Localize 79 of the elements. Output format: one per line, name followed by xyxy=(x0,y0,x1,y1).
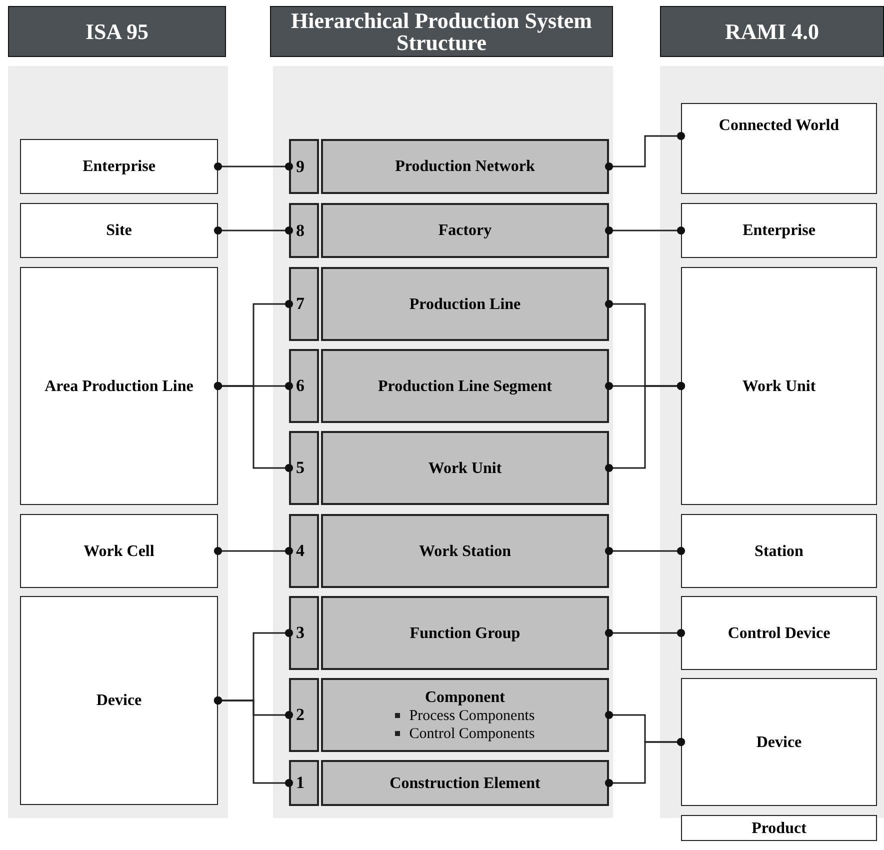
level-label: Product xyxy=(752,818,806,838)
hierarchy-level-box xyxy=(321,678,609,752)
level-label: Production Network xyxy=(395,157,535,176)
level-label: Work Unit xyxy=(742,376,816,396)
level-box xyxy=(681,267,877,505)
level-number: 3 xyxy=(296,623,304,643)
connector-line xyxy=(604,738,686,788)
level-number-box xyxy=(289,139,319,194)
level-label: Construction Element xyxy=(390,774,540,792)
header-title: RAMI 4.0 xyxy=(724,20,820,42)
level-label: Work Station xyxy=(418,542,511,560)
level-number-box xyxy=(289,267,319,341)
connector-line xyxy=(604,546,686,556)
connector-line xyxy=(214,226,294,235)
level-box xyxy=(681,678,877,806)
level-number-box xyxy=(289,203,319,258)
level-number: 1 xyxy=(296,773,304,793)
list-item: Control Components xyxy=(409,724,535,742)
hierarchy-level-box xyxy=(321,514,609,588)
level-number-box xyxy=(289,596,319,670)
level-number: 2 xyxy=(296,705,304,725)
hierarchy-level-box xyxy=(321,596,609,670)
connector-line xyxy=(604,226,686,235)
hierarchy-level-box xyxy=(321,267,609,341)
hierarchy-level-box xyxy=(321,139,609,194)
level-label: Production Line xyxy=(409,294,521,314)
level-box xyxy=(20,267,218,505)
level-number-box xyxy=(289,431,319,505)
connector-line xyxy=(604,382,686,472)
level-box xyxy=(681,203,877,258)
level-label: Work Cell xyxy=(84,542,154,560)
connector-line xyxy=(214,546,294,556)
header-title: Hierarchical Production System Structure xyxy=(290,10,594,54)
level-box xyxy=(681,514,877,588)
level-box xyxy=(20,596,218,805)
level-number: 5 xyxy=(296,458,304,478)
level-label: Connected World xyxy=(718,116,840,135)
level-label: Factory xyxy=(438,221,492,240)
level-label: Area Production Line xyxy=(44,376,194,396)
hierarchy-level-box xyxy=(321,203,609,258)
level-box xyxy=(681,596,877,670)
level-number-box xyxy=(289,760,319,806)
column-header xyxy=(270,6,613,57)
level-box xyxy=(20,514,218,588)
level-number: 4 xyxy=(296,541,304,561)
level-label: Component xyxy=(424,688,505,706)
level-label: Site xyxy=(106,221,132,240)
level-label: Station xyxy=(754,542,804,560)
level-box xyxy=(681,103,877,194)
level-number: 8 xyxy=(296,220,304,240)
level-label: Function Group xyxy=(410,624,520,642)
level-label: Device xyxy=(756,732,802,752)
level-number-box xyxy=(289,349,319,423)
level-label: Production Line Segment xyxy=(378,376,552,396)
connector-line xyxy=(214,382,294,472)
level-box xyxy=(20,203,218,258)
column-header xyxy=(8,6,226,57)
header-title: ISA 95 xyxy=(86,20,148,42)
level-number-box xyxy=(289,678,319,752)
level-box xyxy=(681,815,877,841)
level-number: 6 xyxy=(296,376,304,396)
connector-line xyxy=(604,628,686,638)
level-label: Control Device xyxy=(728,624,830,642)
hierarchy-level-box xyxy=(321,760,609,806)
list-item: Process Components xyxy=(409,706,535,724)
level-label: Work Unit xyxy=(428,458,502,478)
connector-line xyxy=(214,696,294,788)
column-header xyxy=(660,6,884,57)
hierarchy-level-box xyxy=(321,349,609,423)
level-label: Device xyxy=(96,691,142,710)
hierarchy-level-box xyxy=(321,431,609,505)
level-box xyxy=(20,139,218,194)
connector-line xyxy=(214,162,294,171)
level-label: Enterprise xyxy=(742,221,816,240)
level-number: 9 xyxy=(296,156,304,176)
level-label: Enterprise xyxy=(82,157,156,176)
level-number: 7 xyxy=(296,294,304,314)
level-number-box xyxy=(289,514,319,588)
connector-line xyxy=(604,132,686,171)
